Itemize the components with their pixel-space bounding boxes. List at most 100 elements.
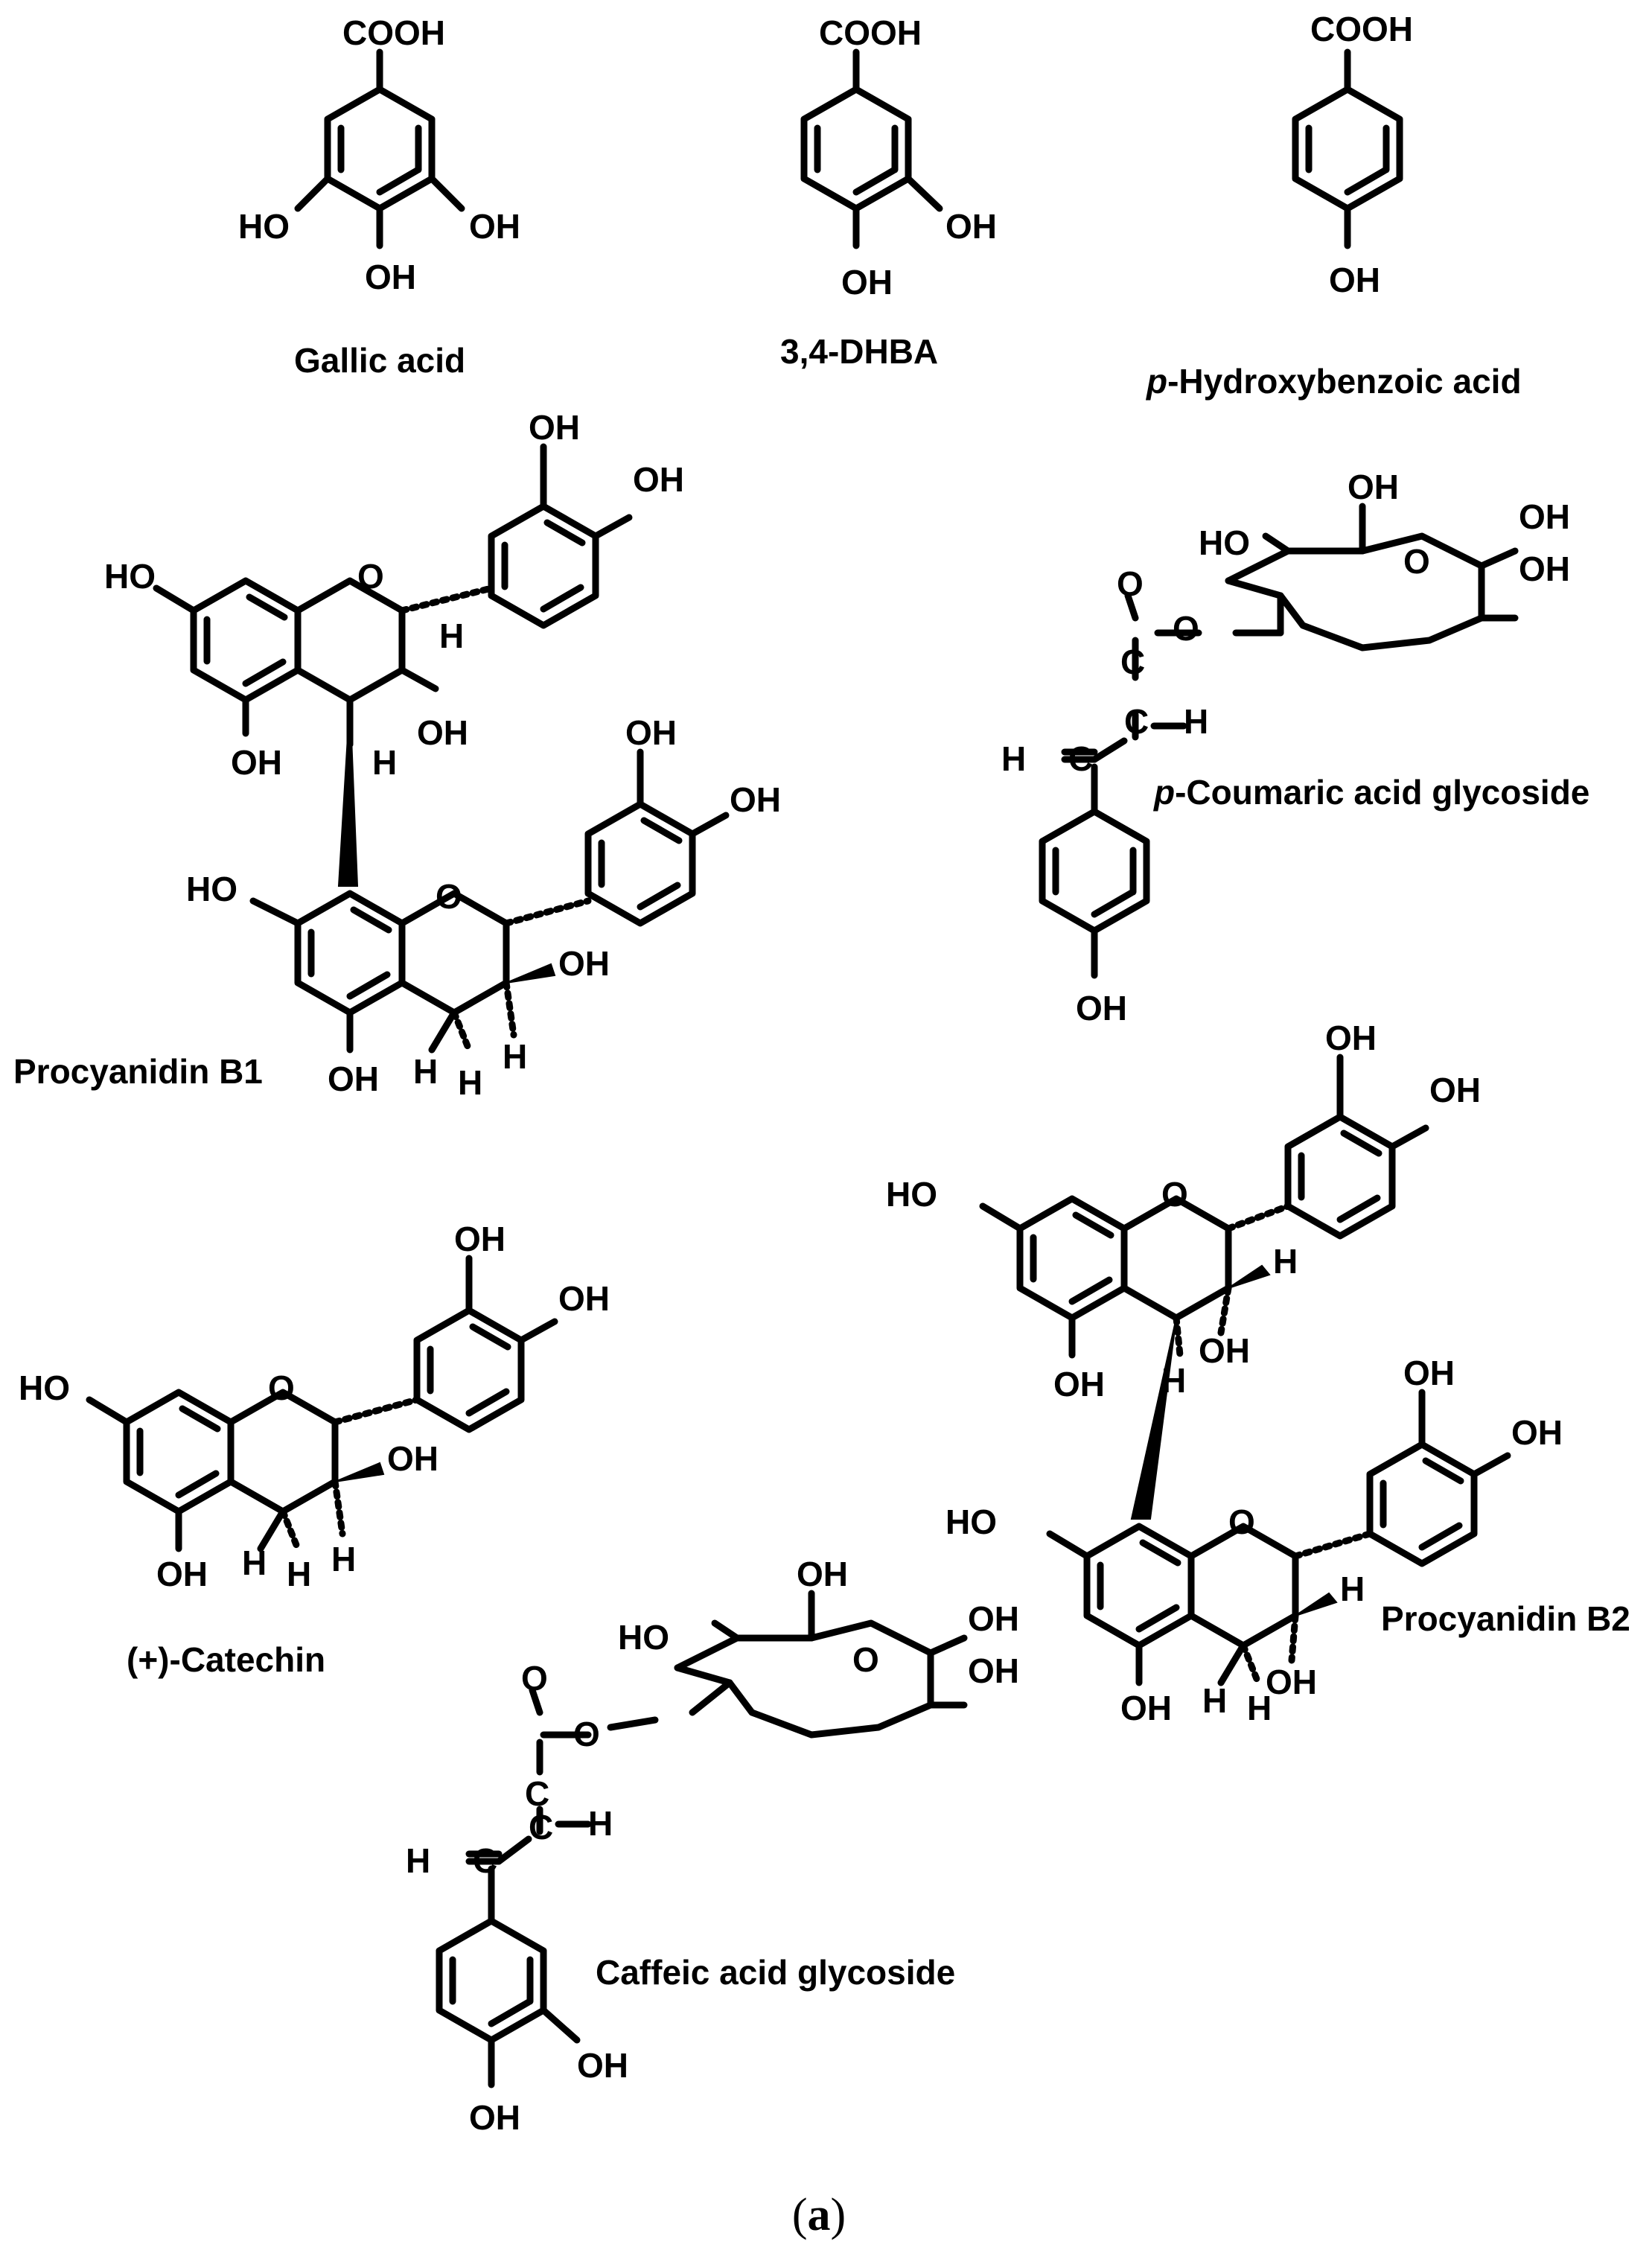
- b2-h-label-1: H: [1273, 1242, 1298, 1281]
- cag-oh-label-4: OH: [577, 2046, 628, 2085]
- b1-h-label-1: H: [439, 616, 464, 655]
- b2-oh-label-2: OH: [1429, 1071, 1481, 1109]
- cag-ho-label: HO: [618, 1618, 669, 1657]
- cag-oh-label-3: OH: [968, 1651, 1019, 1690]
- b1-oh-label-8: OH: [328, 1060, 379, 1098]
- b2-oh-label-5: OH: [1403, 1354, 1455, 1392]
- p-prefix: p: [1145, 362, 1167, 401]
- cat-oh-label-1: OH: [454, 1220, 506, 1258]
- p-coumaric-glycoside-name: p-Coumaric acid glycoside: [1152, 773, 1589, 812]
- p-hydroxybenzoic-structure: COOH OH p-Hydroxybenzoic acid: [1145, 10, 1522, 401]
- b2-h-label-4: H: [1202, 1681, 1227, 1720]
- b1-h-label-3: H: [503, 1037, 527, 1076]
- pcg-oh-label-3: OH: [1519, 549, 1570, 588]
- b1-oh-label-2: OH: [633, 460, 684, 499]
- gallic-acid-structure: COOH HO OH OH Gallic acid: [238, 13, 520, 380]
- b2-oh-label-6: OH: [1511, 1413, 1563, 1452]
- cat-oh-label-2: OH: [558, 1279, 610, 1318]
- cag-h-label-2: H: [406, 1841, 430, 1880]
- cat-oh-label-3: OH: [387, 1439, 438, 1478]
- b1-ho-label-2: HO: [186, 870, 237, 908]
- b2-ho-label-2: HO: [945, 1503, 997, 1541]
- pcg-o-ester-label: O: [1173, 609, 1199, 648]
- pcg-c-label-2: C: [1124, 702, 1149, 741]
- b1-oh-label-3: OH: [417, 713, 468, 752]
- catechin-name: (+)-Catechin: [127, 1640, 325, 1679]
- pcg-h-label-2: H: [1001, 739, 1026, 778]
- cag-o-ring-label: O: [852, 1640, 879, 1679]
- b1-oh-label-4: OH: [231, 743, 282, 782]
- b1-oh-label-6: OH: [730, 780, 781, 819]
- b2-o-label-2: O: [1228, 1503, 1255, 1541]
- pcg-c-label-3: C: [1068, 739, 1093, 778]
- procyanidin-b1-name: Procyanidin B1: [13, 1052, 263, 1091]
- b2-h-label-3: H: [1340, 1570, 1365, 1608]
- procyanidin-b1-structure: OH OH HO O H OH OH H OH OH HO O OH OH H …: [13, 408, 781, 1102]
- cat-oh-label-4: OH: [156, 1555, 208, 1593]
- dhba-structure: COOH OH OH 3,4-DHBA: [780, 13, 997, 371]
- dhba-oh3-label: OH: [945, 207, 997, 246]
- cag-o-ester-label: O: [573, 1715, 600, 1753]
- dhba-cooh-label: COOH: [819, 13, 922, 52]
- b2-oh-label-8: OH: [1120, 1689, 1172, 1727]
- pcg-o-carbonyl-label: O: [1117, 564, 1144, 603]
- b1-ho-label-1: HO: [104, 557, 156, 596]
- panel-open: (: [792, 2190, 808, 2240]
- b1-oh-label-7: OH: [558, 944, 610, 983]
- gallic-acid-name: Gallic acid: [294, 341, 465, 380]
- panel-close: ): [831, 2190, 846, 2240]
- name-rest: -Coumaric acid glycoside: [1175, 773, 1589, 812]
- b1-o-label-2: O: [436, 877, 462, 916]
- panel-letter: a: [808, 2190, 831, 2240]
- cat-h-label-1: H: [331, 1540, 356, 1578]
- gallic-oh-label: OH: [469, 207, 520, 246]
- b2-oh-label-3: OH: [1199, 1331, 1250, 1370]
- cag-oh-label-2: OH: [968, 1599, 1019, 1638]
- cat-o-label: O: [268, 1368, 295, 1407]
- cag-h-label-1: H: [588, 1804, 613, 1843]
- pcg-ho-label: HO: [1199, 523, 1250, 562]
- phba-cooh-label: COOH: [1310, 10, 1413, 48]
- dhba-name: 3,4-DHBA: [780, 332, 938, 371]
- pcg-o-ring-label: O: [1403, 542, 1430, 581]
- p-prefix: p: [1152, 773, 1175, 812]
- cag-c-label-3: C: [473, 1841, 497, 1880]
- b2-h-label-2: H: [1161, 1361, 1186, 1400]
- b1-oh-label-5: OH: [625, 713, 677, 752]
- panel-label: (a): [792, 2190, 846, 2240]
- gallic-cooh-label: COOH: [342, 13, 445, 52]
- pcg-c-label-1: C: [1120, 643, 1145, 681]
- cat-h-label-3: H: [287, 1555, 311, 1593]
- b2-h-label-5: H: [1247, 1689, 1272, 1727]
- b2-oh-label-7: OH: [1266, 1663, 1317, 1701]
- pcg-oh-label-1: OH: [1348, 468, 1399, 506]
- b1-o-label-1: O: [357, 557, 384, 596]
- phba-oh-label: OH: [1329, 261, 1380, 299]
- procyanidin-b2-structure: OH OH HO O H OH OH H OH OH HO O H OH OH …: [886, 1019, 1630, 1727]
- b1-h-label-5: H: [458, 1063, 482, 1102]
- cag-c-label-2: C: [529, 1808, 553, 1846]
- b2-oh-label-1: OH: [1325, 1019, 1377, 1057]
- dhba-oh4-label: OH: [841, 263, 893, 302]
- b2-o-label-1: O: [1161, 1175, 1188, 1214]
- pcg-oh-label-4: OH: [1076, 989, 1127, 1027]
- caffeic-glycoside-structure: OH HO OH O OH O O C C H H C OH OH Caffei…: [406, 1555, 1019, 2137]
- procyanidin-b2-name: Procyanidin B2: [1381, 1599, 1630, 1638]
- cag-o-carbonyl-label: O: [521, 1659, 548, 1698]
- catechin-structure: OH OH HO O OH OH H H H (+)-Catechin: [19, 1220, 610, 1679]
- b1-h-label-4: H: [413, 1052, 438, 1091]
- b1-h-label-2: H: [372, 743, 397, 782]
- name-rest: -Hydroxybenzoic acid: [1167, 362, 1521, 401]
- b2-ho-label-1: HO: [886, 1175, 937, 1214]
- p-hydroxybenzoic-name: p-Hydroxybenzoic acid: [1145, 362, 1522, 401]
- b2-oh-label-4: OH: [1053, 1365, 1105, 1403]
- b1-oh-label-1: OH: [529, 408, 580, 447]
- cat-h-label-2: H: [242, 1543, 267, 1582]
- cag-c-label-1: C: [525, 1774, 549, 1813]
- p-coumaric-glycoside-structure: OH HO OH O OH O O C C H H C OH p-Coumari…: [1001, 468, 1589, 1027]
- cat-ho-label: HO: [19, 1368, 70, 1407]
- caffeic-glycoside-name: Caffeic acid glycoside: [596, 1953, 955, 1992]
- gallic-ho-label: HO: [238, 207, 290, 246]
